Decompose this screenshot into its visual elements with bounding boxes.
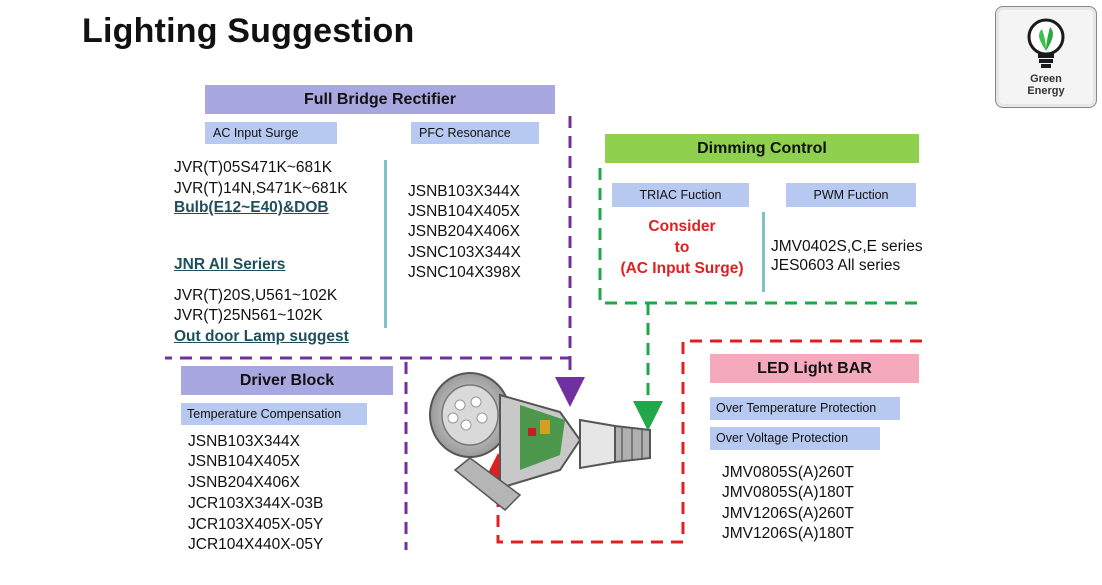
driver-item-1: JSNB103X344X (188, 433, 301, 450)
pfc-item-2: JSNB104X405X (408, 203, 521, 220)
led-item-1: JMV0805S(A)260T (722, 464, 854, 481)
dimming-control-header: Dimming Control (605, 134, 919, 163)
driver-item-4: JCR103X344X-03B (188, 495, 324, 512)
driver-item-2: JSNB104X405X (188, 453, 301, 470)
led-bulb-image (429, 372, 651, 512)
ac-item-4: JVR(T)25N561~102K (174, 307, 323, 324)
temperature-compensation-label: Temperature Compensation (181, 403, 367, 425)
full-bridge-divider (384, 160, 387, 328)
logo-text-energy: Energy (1027, 85, 1065, 97)
green-energy-logo: Green Energy (995, 6, 1097, 108)
pfc-item-5: JSNC104X398X (408, 264, 521, 281)
over-temperature-label: Over Temperature Protection (710, 397, 900, 420)
pfc-item-1: JSNB103X344X (408, 183, 521, 200)
triac-function-label: TRIAC Fuction (612, 183, 749, 207)
led-item-3: JMV1206S(A)260T (722, 505, 854, 522)
led-light-bar-header: LED Light BAR (710, 354, 919, 383)
dimming-divider (762, 212, 765, 292)
ac-item-3: JVR(T)20S,U561~102K (174, 287, 338, 304)
consider-text-3: (AC Input Surge) (620, 260, 744, 277)
logo-text-green: Green (1030, 73, 1062, 85)
over-voltage-label: Over Voltage Protection (710, 427, 880, 450)
dimming-item-1: JMV0402S,C,E series (771, 238, 923, 255)
pwm-function-label: PWM Fuction (786, 183, 916, 207)
pfc-item-3: JSNB204X406X (408, 223, 521, 240)
driver-item-6: JCR104X440X-05Y (188, 536, 324, 553)
ac-item-1: JVR(T)05S471K~681K (174, 159, 333, 176)
driver-item-3: JSNB204X406X (188, 474, 301, 491)
consider-text-2: to (674, 239, 690, 256)
led-item-4: JMV1206S(A)180T (722, 525, 854, 542)
pfc-item-4: JSNC103X344X (408, 244, 521, 261)
page-title: Lighting Suggestion (82, 12, 415, 50)
lightbulb-leaf-icon (1027, 18, 1065, 68)
outdoor-lamp-link[interactable]: Out door Lamp suggest (174, 328, 349, 345)
ac-item-2: JVR(T)14N,S471K~681K (174, 180, 348, 197)
jnr-link[interactable]: JNR All Seriers (174, 256, 286, 273)
driver-block-header: Driver Block (181, 366, 393, 395)
ac-input-surge-label: AC Input Surge (205, 122, 337, 144)
driver-item-5: JCR103X405X-05Y (188, 516, 324, 533)
full-bridge-header: Full Bridge Rectifier (205, 85, 555, 114)
bulb-link[interactable]: Bulb(E12~E40)&DOB (174, 199, 329, 216)
consider-text-1: Consider (648, 218, 716, 235)
pfc-resonance-label: PFC Resonance (411, 122, 539, 144)
dimming-item-2: JES0603 All series (771, 257, 901, 274)
led-item-2: JMV0805S(A)180T (722, 484, 854, 501)
